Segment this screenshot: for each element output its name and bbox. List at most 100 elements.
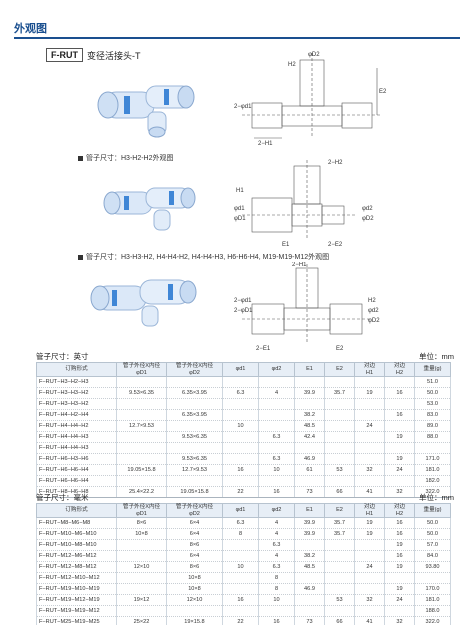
table-cell: 24 <box>354 561 385 573</box>
table-cell <box>222 431 259 443</box>
table-cell: 6.35×3.95 <box>166 387 223 399</box>
table-cell: 181.0 <box>414 464 451 476</box>
dim-label: 2−φd1 <box>234 104 252 110</box>
table-cell: 73 <box>294 486 325 498</box>
table-cell: 10 <box>258 594 295 606</box>
table-cell: 6.3 <box>258 539 295 551</box>
table-cell: 12×10 <box>166 594 223 606</box>
table-cell: 4 <box>258 517 295 529</box>
table-cell: 322.0 <box>414 616 451 625</box>
order-code-cell: F−RUT−H4−H4−H3 <box>36 431 117 443</box>
table-cell: 38.2 <box>294 409 325 421</box>
dim-label: 2−H1 <box>258 141 273 147</box>
table-cell <box>222 539 259 551</box>
order-code-cell: F−RUT−H4−H4−H2 <box>36 420 117 432</box>
table-cell <box>294 539 325 551</box>
table-cell: 39.9 <box>294 517 325 529</box>
table-cell: 35.7 <box>324 528 355 540</box>
table-cell: 24 <box>384 594 415 606</box>
table-cell: 19.05×15.8 <box>116 464 167 476</box>
table-cell <box>294 442 325 454</box>
table-cell: 48.5 <box>294 561 325 573</box>
product-photo-2 <box>103 187 196 231</box>
table-cell: 9.53×6.35 <box>166 431 223 443</box>
order-code-cell: F−RUT−M12−M6−M12 <box>36 550 117 562</box>
column-header: E2 <box>324 362 355 377</box>
column-header: φd1 <box>222 362 259 377</box>
table-cell: 16 <box>384 517 415 529</box>
table-cell: 25.4×22.2 <box>116 486 167 498</box>
table-cell: 19 <box>384 561 415 573</box>
table-cell: 181.0 <box>414 594 451 606</box>
table-cell: 19 <box>384 583 415 595</box>
table-cell <box>324 453 355 465</box>
table-cell: 19×15.8 <box>166 616 223 625</box>
table-cell: 6×4 <box>166 550 223 562</box>
dimension-drawing-3: 2−H1 H2 2−φd1 2−φD1 φd2 φD2 2−E1 E2 <box>234 262 380 352</box>
table-cell <box>324 605 355 617</box>
dim-label: φd2 <box>368 308 379 314</box>
dim-label: H2 <box>368 298 376 304</box>
table-cell <box>258 409 295 421</box>
table-cell: 182.0 <box>414 475 451 487</box>
table-cell <box>116 572 167 584</box>
table-cell <box>294 475 325 487</box>
dim-label: φd2 <box>362 206 373 212</box>
dim-label: 2−φd1 <box>234 298 252 304</box>
table-cell: 39.9 <box>294 387 325 399</box>
table-cell: 19×12 <box>116 594 167 606</box>
table-cell: 6.3 <box>258 453 295 465</box>
table-cell: 53 <box>324 464 355 476</box>
table-cell: 8×6 <box>166 539 223 551</box>
dim-label: φD1 <box>234 216 246 222</box>
table-cell <box>222 376 259 388</box>
table-cell: 16 <box>384 528 415 540</box>
table-cell: 8×6 <box>116 517 167 529</box>
table-cell: 50.0 <box>414 528 451 540</box>
product-photo-1 <box>97 85 195 138</box>
table-cell: 8 <box>222 528 259 540</box>
order-code-cell: F−RUT−H6−H6−H4 <box>36 464 117 476</box>
column-header: 重量(g) <box>414 362 451 377</box>
table-cell <box>354 453 385 465</box>
table-cell: 10×8 <box>166 572 223 584</box>
table-cell <box>354 398 385 410</box>
table-cell: 16 <box>258 486 295 498</box>
table-cell: 6.3 <box>258 431 295 443</box>
table-cell: 19 <box>384 539 415 551</box>
table-cell: 6.3 <box>222 517 259 529</box>
table-row: F−RUT−H4−H4−H3 <box>36 442 451 454</box>
model-code: F-RUT <box>46 48 83 62</box>
order-code-cell: F−RUT−M10−M8−M10 <box>36 539 117 551</box>
table-cell: 32 <box>354 464 385 476</box>
table-cell: 66 <box>324 486 355 498</box>
table-cell <box>384 442 415 454</box>
table-cell <box>222 442 259 454</box>
table-cell: 16 <box>258 616 295 625</box>
table-cell <box>324 376 355 388</box>
table-cell: 6×4 <box>166 528 223 540</box>
table-cell <box>324 583 355 595</box>
order-code-cell: F−RUT−M12−M8−M12 <box>36 561 117 573</box>
table-cell: 10 <box>258 464 295 476</box>
table-cell: 19 <box>384 431 415 443</box>
dim-label: 2−H1 <box>292 262 307 268</box>
inch-table-title: 管子尺寸：英寸 <box>36 352 89 361</box>
table-cell: 12.7×9.53 <box>116 420 167 432</box>
table-cell: 24 <box>354 420 385 432</box>
dim-label: E2 <box>336 346 344 352</box>
order-code-cell: F−RUT−M25−M19−M25 <box>36 616 117 625</box>
table-cell <box>166 398 223 410</box>
inch-unit-label: 单位：mm <box>419 352 454 361</box>
dimension-drawing-1: φD2 H2 E2 2−φd1 2−H1 <box>234 52 387 147</box>
table-cell: 32 <box>384 486 415 498</box>
